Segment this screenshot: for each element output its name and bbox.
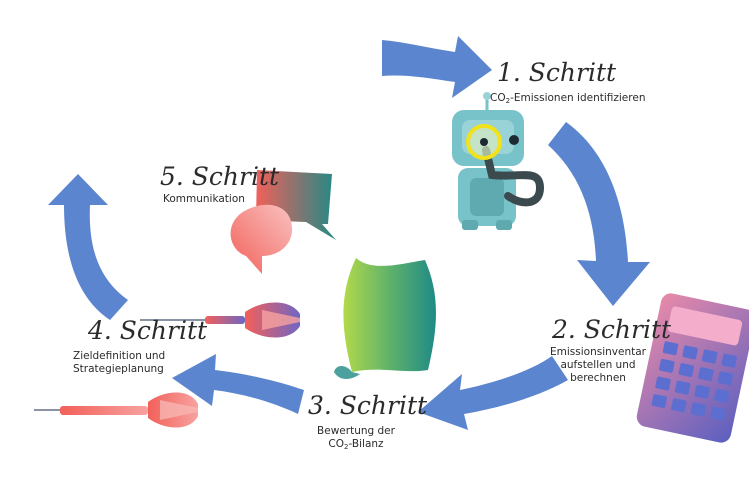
cycle-arrow-4 <box>172 354 304 414</box>
cycle-arrow-3 <box>418 356 568 430</box>
step-3-desc-pre: CO <box>328 438 345 451</box>
step-3-desc-line-1: Bewertung der <box>317 425 395 437</box>
step-5-description: Kommunikation <box>163 193 245 206</box>
step-5-desc-line-1: Kommunikation <box>163 193 245 205</box>
step-4-title: 4. Schritt <box>88 316 208 345</box>
step-5-title: 5. Schritt <box>160 162 280 191</box>
cycle-arrow-1 <box>382 36 492 98</box>
step-2-desc-line-1: Emissionsinventar <box>550 346 646 358</box>
step-2-description: Emissionsinventar aufstellen und berechn… <box>548 346 648 385</box>
robot-magnifier-icon <box>452 92 545 230</box>
step-1-desc-sub: 2 <box>505 97 511 105</box>
step-2-desc-line-2: aufstellen und <box>560 359 636 372</box>
step-1-desc-post: -Emissionen identifizieren <box>510 92 646 104</box>
step-1-description: CO2-Emissionen identifizieren <box>490 92 645 106</box>
step-3-desc-sub: 2 <box>344 443 349 452</box>
dart-icon <box>140 302 300 338</box>
speech-bubble-icon <box>230 170 336 274</box>
step-1-title: 1. Schritt <box>497 58 617 87</box>
step-3-description: Bewertung der CO2-Bilanz <box>306 425 406 452</box>
step-3-title: 3. Schritt <box>308 391 428 420</box>
step-3-desc-line-2: CO2-Bilanz <box>306 438 406 452</box>
step-4-description: Zieldefinition und Strategieplanung <box>73 350 165 376</box>
step-1-desc-pre: CO <box>490 92 506 104</box>
calculator-icon <box>636 293 749 443</box>
step-2-desc-line-3: berechnen <box>570 372 626 385</box>
cycle-arrow-2 <box>548 122 650 306</box>
step-3-desc-post: -Bilanz <box>348 438 384 451</box>
dart-icon <box>34 392 198 428</box>
step-4-desc-line-1: Zieldefinition und <box>73 350 166 362</box>
step-2-title: 2. Schritt <box>552 315 672 344</box>
cycle-arrow-5 <box>48 174 128 320</box>
step-4-desc-line-2: Strategieplanung <box>73 363 164 376</box>
document-icon <box>334 258 436 379</box>
